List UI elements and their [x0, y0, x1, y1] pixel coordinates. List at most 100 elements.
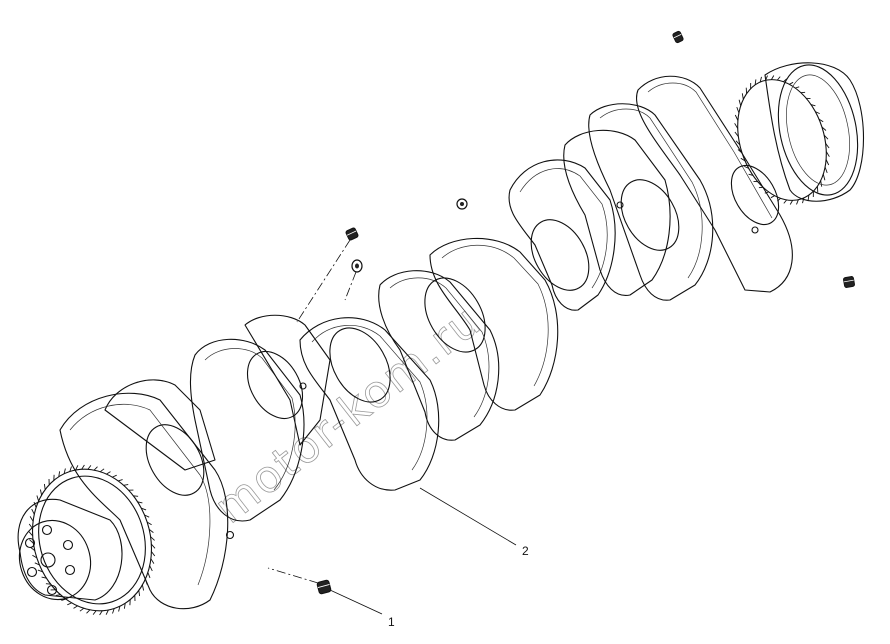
gear-tooth	[748, 173, 754, 176]
plug-top-right	[672, 30, 684, 44]
oil-holes	[225, 201, 759, 540]
gear-tooth	[123, 603, 126, 609]
plug-right	[843, 276, 855, 288]
gear-tooth	[818, 118, 824, 123]
gear-tooth	[33, 501, 37, 508]
gear-tooth	[41, 576, 47, 579]
gear-tooth	[736, 106, 740, 114]
gear-tooth	[738, 99, 742, 106]
gear-tooth	[149, 565, 153, 572]
gear-tooth	[45, 583, 51, 585]
gear-tooth	[55, 594, 61, 596]
gear-tooth	[36, 495, 40, 502]
gear-tooth	[123, 484, 129, 486]
gear-tooth	[789, 81, 794, 85]
gear-tooth	[87, 465, 92, 470]
gear-tooth	[783, 199, 788, 204]
gear-tooth	[777, 197, 781, 202]
gear-tooth	[43, 483, 46, 490]
gear-teeth-rear	[734, 75, 830, 205]
gear-tooth	[807, 195, 810, 201]
gear-tooth	[810, 104, 816, 107]
gear-tooth	[93, 466, 98, 471]
callout-2: 2	[419, 487, 529, 558]
gear-tooth	[32, 554, 38, 559]
gear-tooth	[112, 608, 115, 614]
gear-tooth	[825, 143, 830, 149]
gear-tooth	[106, 471, 111, 475]
gear-tooth	[148, 528, 154, 533]
crank-webs	[59, 75, 793, 610]
plug-bottom	[316, 579, 332, 595]
gear-tooth	[141, 507, 147, 511]
front-flange	[17, 498, 123, 601]
gear-tooth	[824, 166, 828, 174]
callout-label-1: 1	[388, 615, 395, 629]
gear-tooth	[150, 558, 155, 564]
gear-tooth	[822, 174, 826, 181]
gear-tooth	[825, 151, 830, 157]
gear-tooth	[744, 165, 749, 169]
leader-line-2	[419, 487, 517, 546]
gear-tooth	[67, 602, 72, 606]
gear-tooth	[58, 471, 61, 477]
gear-tooth	[737, 149, 743, 154]
gear-tooth	[789, 200, 793, 205]
gear-tooth	[29, 516, 34, 522]
gear-tooth	[105, 609, 109, 615]
gear-tooth	[825, 159, 830, 166]
gear-tooth	[146, 521, 152, 526]
journals	[145, 164, 780, 496]
gear-tooth	[92, 610, 97, 615]
plugs	[316, 30, 855, 595]
gear-tooth	[28, 531, 34, 537]
gear-tooth	[150, 536, 155, 541]
gear-tooth	[150, 543, 156, 549]
plug-left-lower	[351, 259, 363, 273]
gear-tooth	[796, 199, 799, 205]
gear-tooth	[764, 191, 769, 194]
callout-label-2: 2	[522, 544, 529, 558]
gear-tooth	[137, 501, 143, 504]
gear-tooth	[735, 140, 741, 146]
gear-tooth	[823, 134, 829, 140]
gear-tooth	[112, 474, 117, 478]
gear-tooth	[770, 195, 775, 199]
gear-tooth	[63, 468, 66, 474]
gear-tooth	[29, 539, 34, 544]
assembly-lines	[267, 239, 357, 584]
gear-tooth	[73, 605, 78, 609]
gear-tooth	[821, 126, 827, 131]
gear-tooth	[99, 610, 103, 616]
front-timing-gear	[28, 464, 156, 616]
gear-tooth	[771, 75, 775, 80]
gear-tooth	[86, 609, 91, 614]
gear-tooth	[69, 466, 72, 472]
gear-tooth	[100, 468, 105, 473]
gear-tooth	[815, 111, 820, 115]
gear-tooth	[75, 465, 79, 471]
gear-tooth	[776, 76, 781, 81]
leader-line-1	[329, 589, 383, 615]
gear-tooth	[759, 76, 762, 83]
plug-center	[456, 198, 468, 210]
gear-tooth	[741, 93, 744, 100]
gear-tooth	[734, 131, 739, 137]
crankshaft	[17, 62, 865, 616]
gear-tooth	[61, 598, 67, 601]
gear-tooth	[79, 607, 84, 612]
gear-tooth	[141, 584, 145, 591]
gear-tooth	[740, 157, 746, 162]
gear-tooth	[37, 569, 43, 573]
gear-tooth	[754, 79, 757, 85]
gear-tooth	[138, 590, 141, 597]
rear-gear-flange	[734, 62, 865, 205]
gear-tooth	[39, 489, 43, 496]
gear-tooth	[795, 86, 800, 89]
gear-tooth	[30, 547, 36, 552]
gear-tooth	[144, 514, 150, 518]
gear-tooth	[34, 562, 40, 566]
gear-tooth	[151, 551, 156, 557]
gear-tooth	[734, 114, 739, 121]
